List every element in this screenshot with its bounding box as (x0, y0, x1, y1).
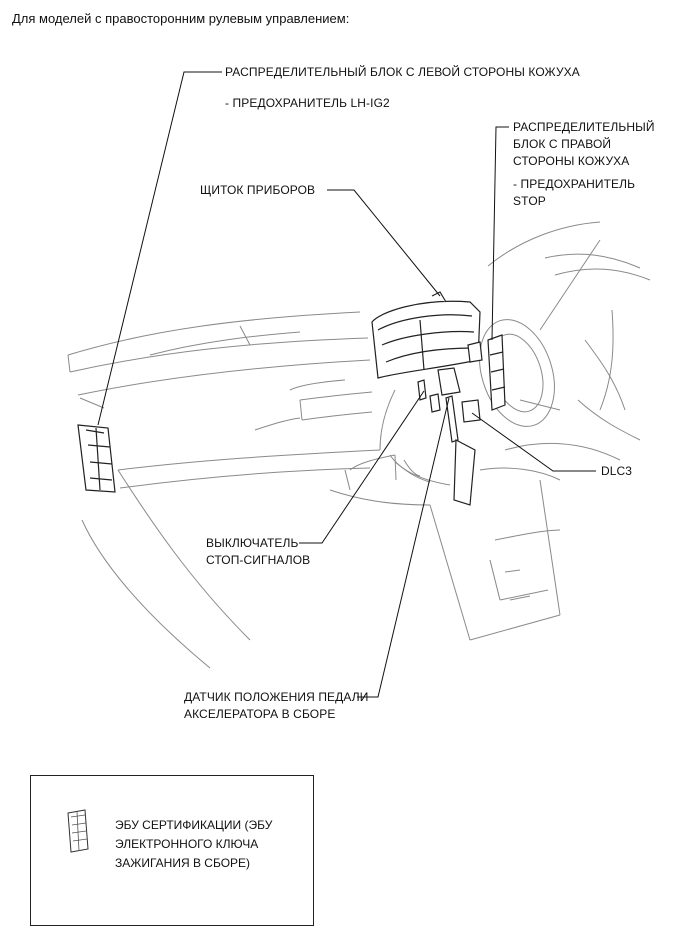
leader-accel-sensor (357, 397, 450, 698)
label-accel-sensor-line1: ДАТЧИК ПОЛОЖЕНИЯ ПЕДАЛИ (184, 690, 369, 704)
legend-line3: ЗАЖИГАНИЯ В СБОРЕ) (115, 856, 251, 870)
label-stop-switch-line2: СТОП-СИГНАЛОВ (206, 553, 311, 567)
label-right-block-fuse-line1: - ПРЕДОХРАНИТЕЛЬ (513, 177, 636, 191)
label-right-block-line2: БЛОК С ПРАВОЙ (513, 137, 612, 151)
label-left-junction-block: РАСПРЕДЕЛИТЕЛЬНЫЙ БЛОК С ЛЕВОЙ СТОРОНЫ К… (225, 65, 580, 79)
pedal-area-drawing (417, 367, 481, 506)
leader-stop-switch (299, 390, 425, 544)
legend-line2: ЭЛЕКТРОННОГО КЛЮЧА (115, 837, 259, 851)
label-accel-sensor-line2: АКСЕЛЕРАТОРА В СБОРЕ (184, 707, 336, 721)
dashboard-outline (67, 221, 651, 669)
legend-text: ЭБУ СЕРТИФИКАЦИИ (ЭБУ ЭЛЕКТРОННОГО КЛЮЧА… (115, 816, 272, 873)
label-right-block-fuse-line2: STOP (513, 194, 546, 208)
right-junction-block-drawing (467, 334, 506, 411)
leader-dlc3 (471, 412, 596, 472)
leader-right-block (491, 126, 509, 341)
label-dlc3: DLC3 (601, 464, 633, 478)
page-heading: Для моделей с правосторонним рулевым упр… (12, 11, 350, 26)
left-junction-block-drawing (77, 424, 116, 493)
leader-lines (97, 71, 596, 698)
legend-box: ЭБУ СЕРТИФИКАЦИИ (ЭБУ ЭЛЕКТРОННОГО КЛЮЧА… (30, 775, 314, 926)
label-meter: ЩИТОК ПРИБОРОВ (200, 183, 316, 197)
label-right-block-line3: СТОРОНЫ КОЖУХА (513, 154, 630, 168)
ecu-icon (67, 809, 89, 853)
label-right-block-line1: РАСПРЕДЕЛИТЕЛЬНЫЙ (513, 120, 655, 134)
leader-meter (327, 189, 441, 297)
label-stop-switch-line1: ВЫКЛЮЧАТЕЛЬ (206, 536, 299, 550)
label-left-block-fuse: - ПРЕДОХРАНИТЕЛЬ LH-IG2 (225, 96, 390, 110)
meter-drawing (371, 291, 481, 379)
leader-left-block (97, 71, 222, 426)
legend-line1: ЭБУ СЕРТИФИКАЦИИ (ЭБУ (115, 818, 273, 832)
